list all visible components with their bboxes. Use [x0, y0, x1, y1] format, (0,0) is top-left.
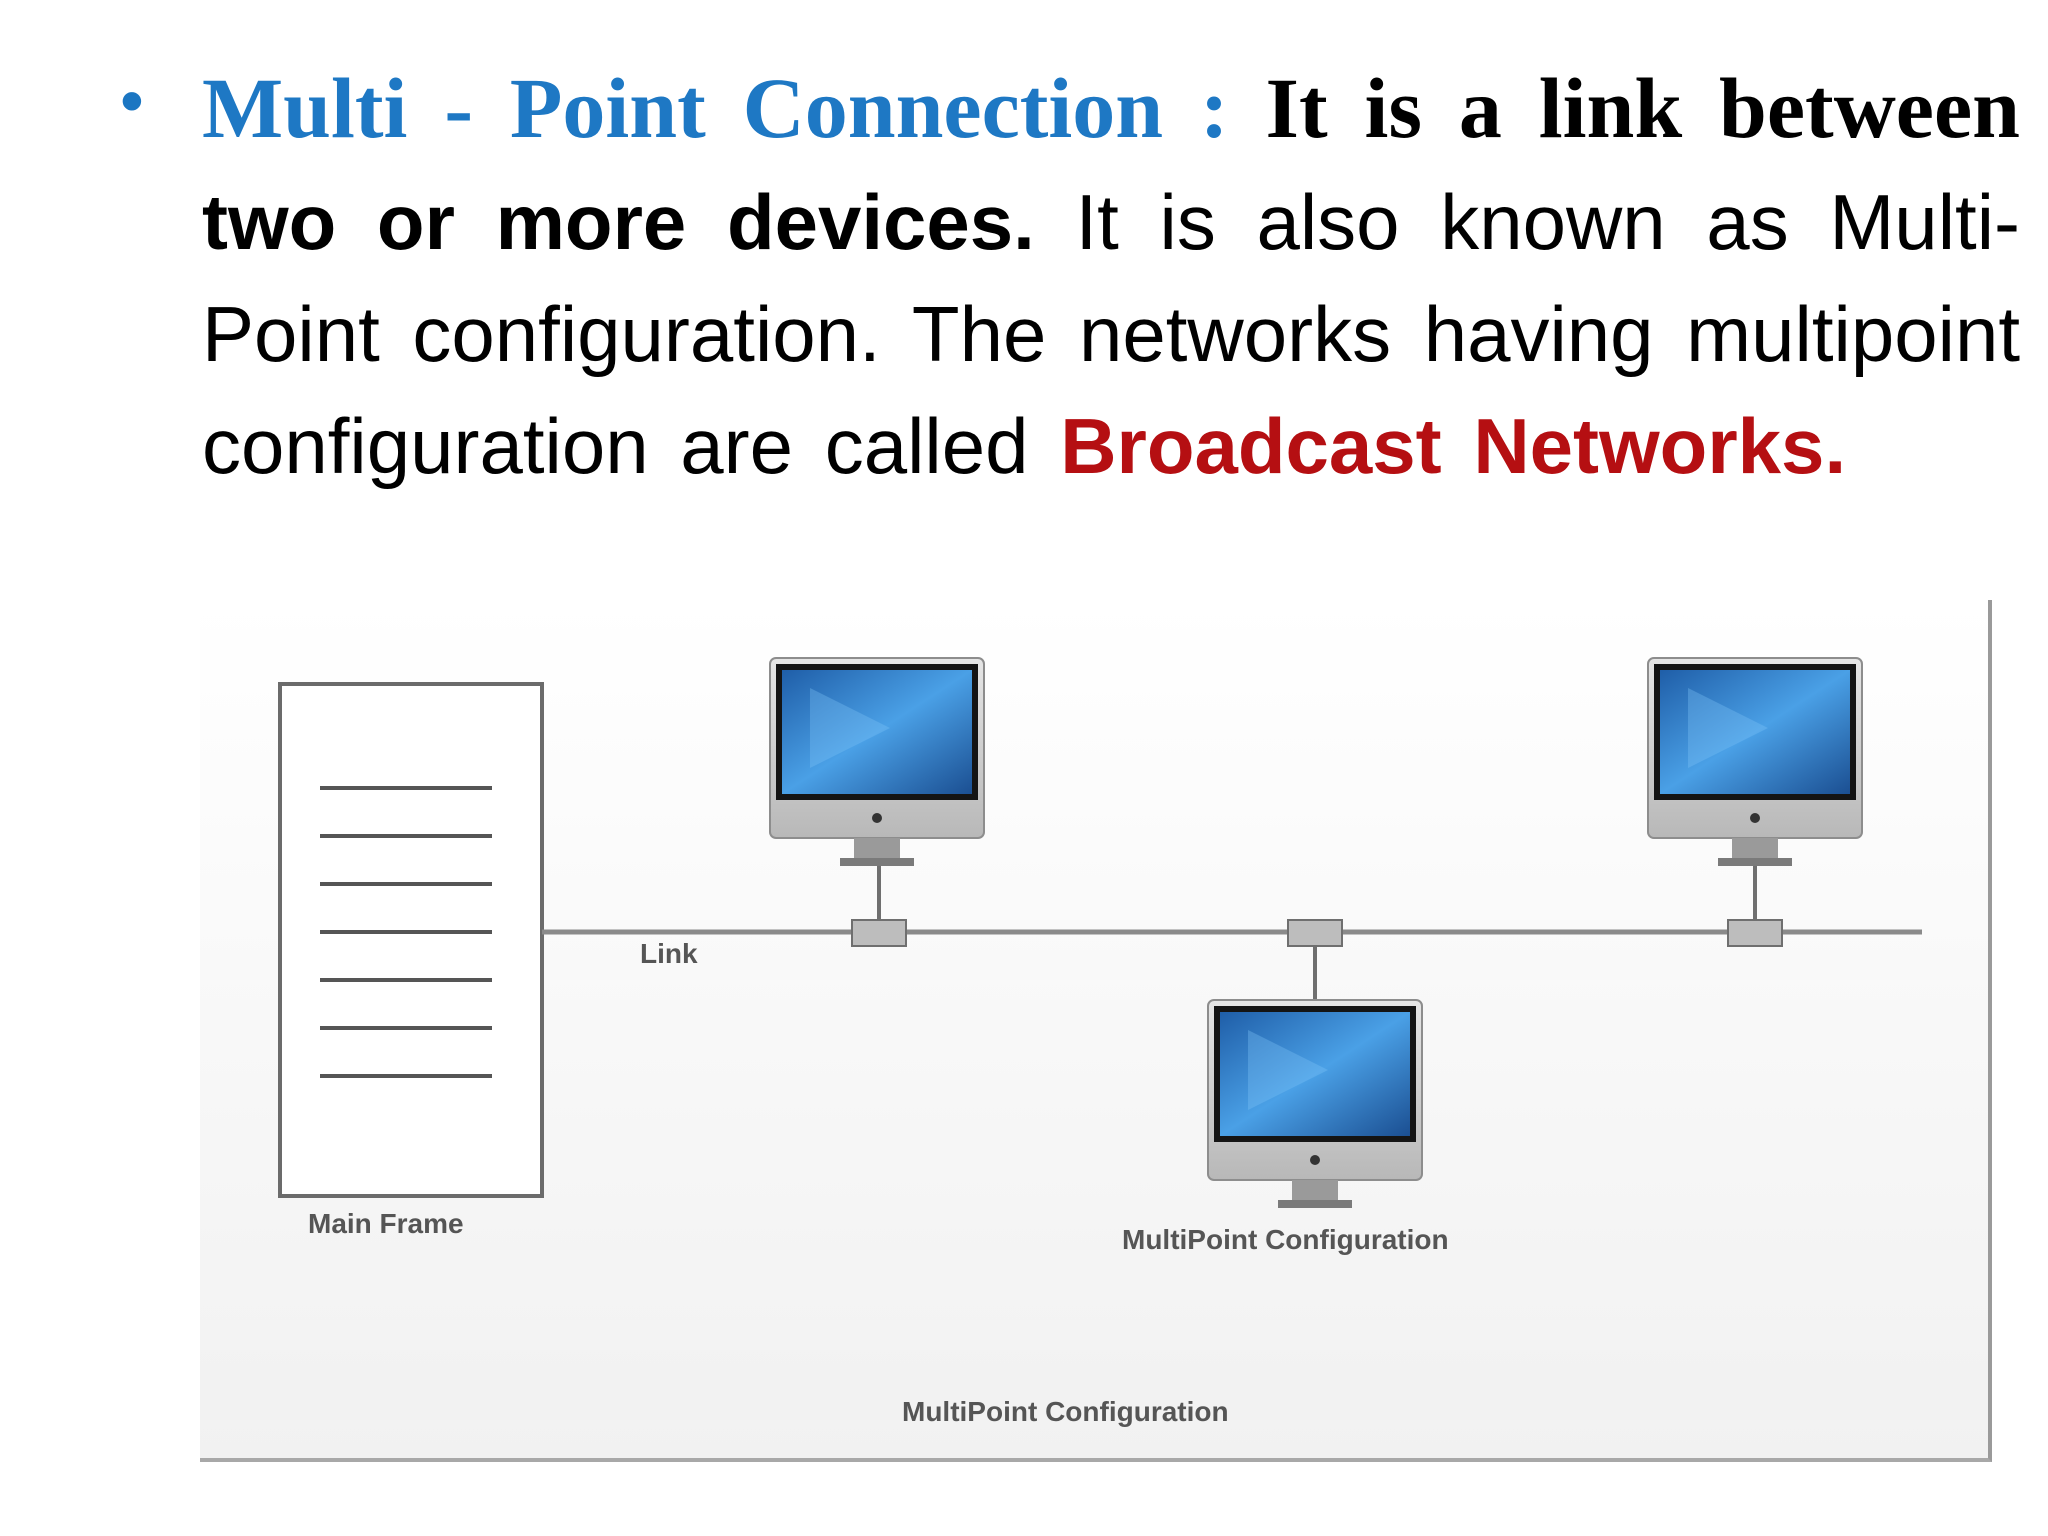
device-caption: MultiPoint Configuration: [1122, 1224, 1449, 1255]
definition-body: It is also known as Multi-Point configur…: [202, 178, 2020, 490]
figure-caption: MultiPoint Configuration: [902, 1396, 1229, 1427]
definition-lead: It is a link between: [1228, 60, 2020, 156]
computer-icon-1: [769, 657, 985, 866]
mainframe-label: Main Frame: [308, 1208, 464, 1239]
definition-bold: two or more devices.: [202, 178, 1035, 266]
term-heading: Multi - Point Connection :: [202, 60, 1229, 156]
definition-paragraph: Multi - Point Connection : It is a link …: [202, 52, 2020, 502]
bullet-marker: •: [120, 63, 144, 139]
link-label: Link: [640, 938, 698, 969]
connector-2: [1287, 919, 1343, 1008]
diagram-graphic: [278, 657, 1922, 1208]
broadcast-networks-highlight: Broadcast Networks.: [1060, 402, 1847, 490]
connector-3: [1727, 850, 1783, 947]
mainframe-icon: [278, 682, 544, 1198]
computer-icon-3: [1647, 657, 1863, 866]
computer-icon-2: [1207, 999, 1423, 1208]
multipoint-diagram: Main Frame Link MultiPoint Configuration…: [200, 600, 1992, 1462]
